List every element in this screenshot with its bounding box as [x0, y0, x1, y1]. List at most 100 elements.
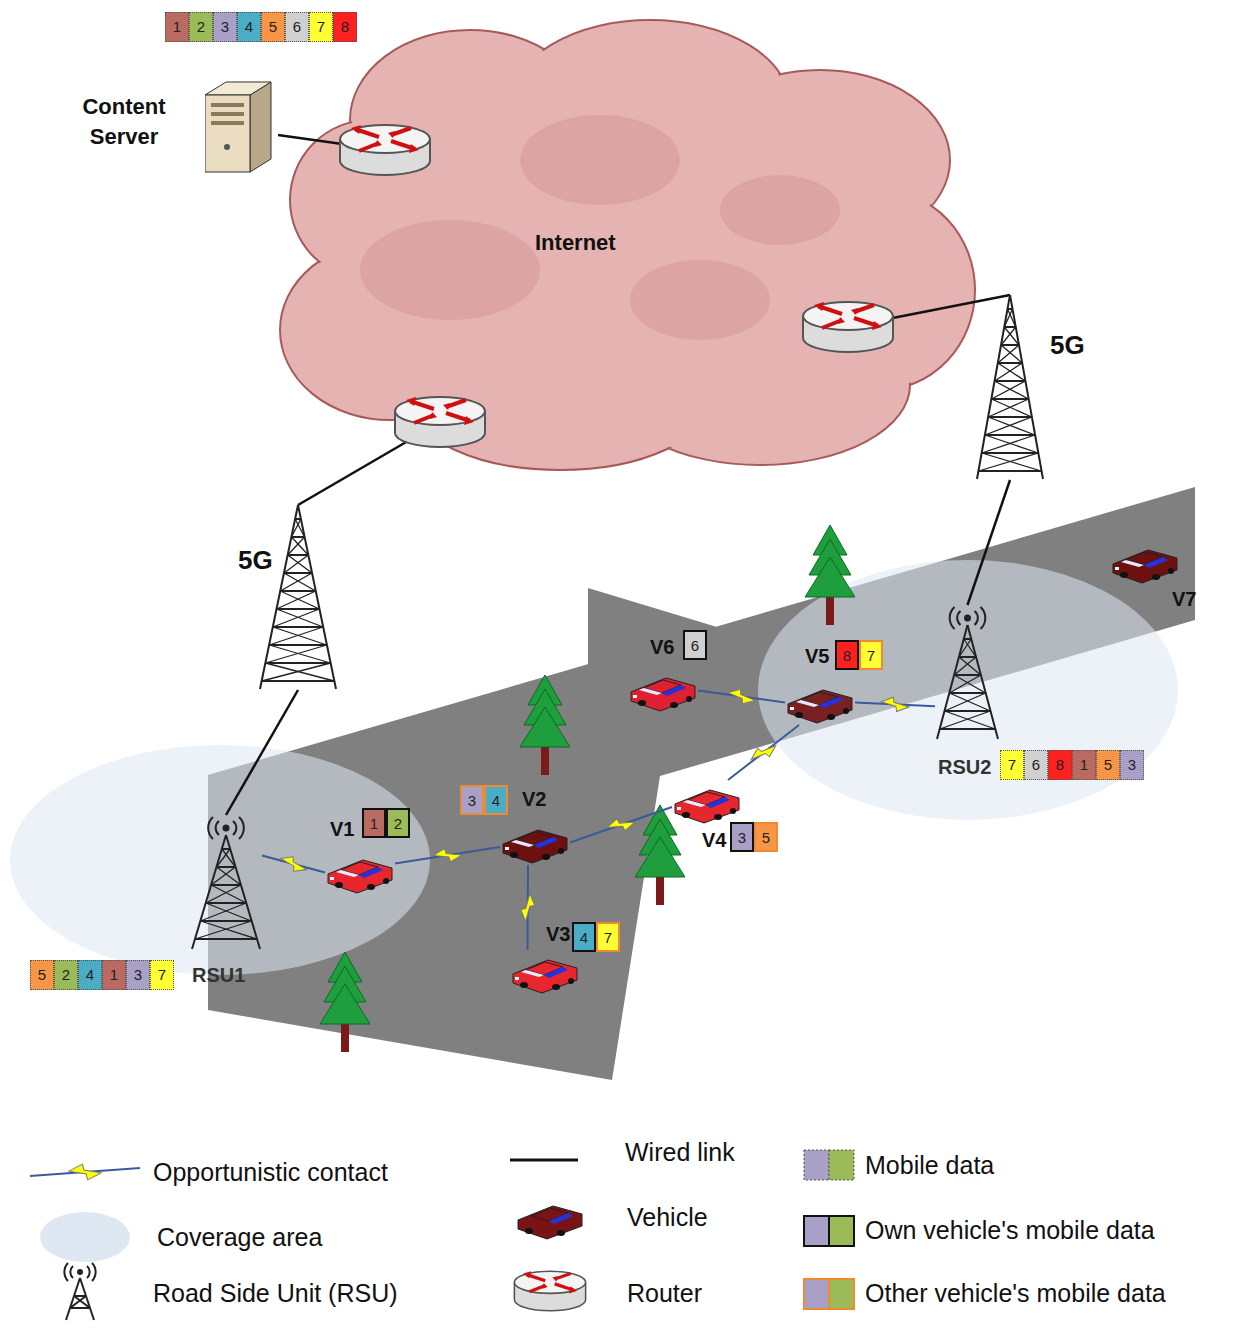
data-item: 7	[1000, 750, 1024, 780]
data-item: 7	[309, 12, 333, 42]
vehicle-label: V4	[702, 828, 726, 852]
data-strip: 34	[460, 785, 508, 815]
car-icon	[500, 820, 570, 865]
data-item: 4	[237, 12, 261, 42]
wired-link	[968, 480, 1011, 605]
vehicle-label: V1	[330, 817, 354, 841]
legend-text: Mobile data	[865, 1150, 994, 1180]
data-item: 4	[572, 922, 596, 952]
data-item: 1	[362, 808, 386, 838]
internet-cloud	[280, 20, 975, 470]
cloud-label: Internet	[535, 230, 616, 256]
vehicle-label: V6	[650, 635, 674, 659]
data-item: 3	[213, 12, 237, 42]
data-item: 1	[1072, 750, 1096, 780]
data-item: 4	[484, 785, 508, 815]
legend-text: Router	[627, 1278, 702, 1308]
tower-label: 5G	[238, 545, 273, 575]
vehicle: V7	[1110, 540, 1180, 585]
data-strip: 6	[683, 630, 707, 660]
vehicle: V6	[628, 668, 698, 713]
coverage-swatch	[40, 1212, 130, 1262]
lightning-symbol	[521, 893, 535, 921]
rsu-icon	[190, 815, 262, 950]
rsu-label: RSU1	[192, 963, 245, 987]
data-item: 8	[333, 12, 357, 42]
lightning-symbol	[881, 697, 910, 712]
vehicle-label: V7	[1172, 587, 1196, 611]
car-icon	[1110, 540, 1180, 585]
lightning-symbol	[433, 846, 463, 864]
tower-icon	[258, 505, 338, 690]
internet-cloud: Internet	[385, 150, 848, 422]
data-strip: 35	[730, 822, 778, 852]
legend-text: Road Side Unit (RSU)	[153, 1278, 398, 1308]
vehicle-label: V3	[546, 922, 570, 946]
rsu-icon	[935, 605, 1000, 740]
legend-text: Opportunistic contact	[153, 1157, 388, 1187]
vehicle: V1	[325, 850, 395, 895]
lightning-symbol	[748, 738, 779, 766]
data-item: 7	[859, 640, 883, 670]
legend-text: Coverage area	[157, 1222, 322, 1252]
data-item: 3	[126, 960, 150, 990]
data-item: 3	[730, 822, 754, 852]
data-item: 3	[460, 785, 484, 815]
data-item: 4	[78, 960, 102, 990]
data-item: 3	[1120, 750, 1144, 780]
lightning-symbol	[278, 854, 309, 875]
tree	[320, 525, 855, 1052]
legend-text: Other vehicle's mobile data	[865, 1278, 1166, 1308]
tower-icon	[975, 295, 1045, 480]
data-item: 8	[1048, 750, 1072, 780]
road-side-unit: RSU1	[190, 815, 262, 950]
vehicle-label: V5	[805, 644, 829, 668]
data-item: 5	[754, 822, 778, 852]
data-strip: 12	[362, 808, 410, 838]
data-item: 7	[596, 922, 620, 952]
router	[340, 125, 893, 447]
legend-text: Wired link	[625, 1137, 735, 1167]
vehicle-label: V2	[522, 787, 546, 811]
data-item: 6	[683, 630, 707, 660]
data-item: 6	[285, 12, 309, 42]
data-item: 5	[261, 12, 285, 42]
car-icon	[325, 850, 395, 895]
opportunistic-contact	[728, 725, 799, 780]
vehicle: V5	[785, 680, 855, 725]
data-strip: 87	[835, 640, 883, 670]
data-item: 1	[102, 960, 126, 990]
data-item: 5	[1096, 750, 1120, 780]
vehicle: V4	[672, 780, 742, 825]
data-item: 6	[1024, 750, 1048, 780]
opportunistic-contact	[395, 847, 500, 864]
data-item: 8	[835, 640, 859, 670]
wired-link	[226, 690, 298, 815]
car-icon	[510, 950, 580, 995]
data-item: 2	[189, 12, 213, 42]
car-icon	[672, 780, 742, 825]
opportunistic-contact	[570, 807, 672, 843]
coverage-area	[10, 560, 1178, 975]
server-label: Content Server	[68, 92, 180, 152]
lightning-symbol	[605, 814, 636, 836]
lightning-symbol	[727, 688, 757, 706]
data-strip: 768153	[1000, 750, 1144, 780]
car-icon	[785, 680, 855, 725]
cell-tower: 5G	[975, 295, 1045, 480]
data-item: 1	[165, 12, 189, 42]
legend-samples	[30, 1150, 854, 1320]
server-icon	[205, 77, 273, 173]
data-item: 5	[30, 960, 54, 990]
vehicle: V2	[500, 820, 570, 865]
data-item: 2	[386, 808, 410, 838]
legend-text: Vehicle	[627, 1202, 708, 1232]
data-item: 2	[54, 960, 78, 990]
rsu-label: RSU2	[938, 755, 991, 779]
road-side-unit: RSU2	[935, 605, 1000, 740]
tower-label: 5G	[1050, 330, 1085, 360]
data-strip: 524137	[30, 960, 174, 990]
content-server: Content Server	[68, 72, 278, 177]
